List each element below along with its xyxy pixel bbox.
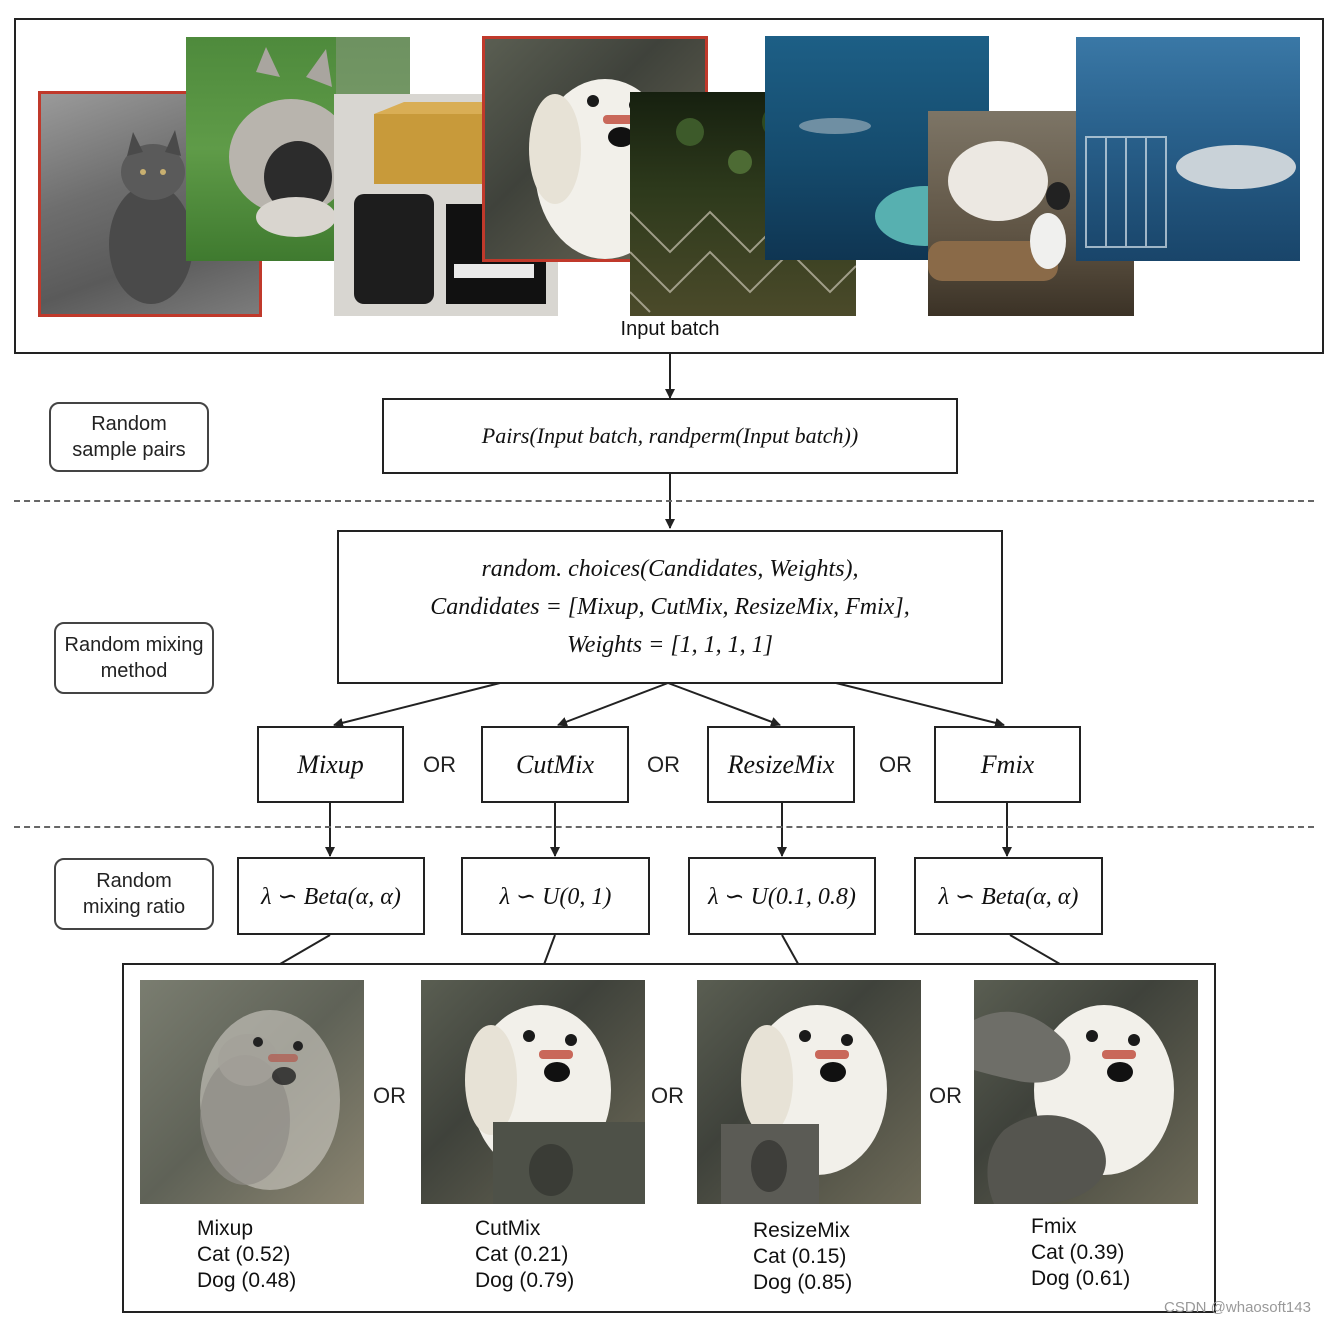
ratio-box-fmix: λ ∽ Beta(α, α) bbox=[914, 857, 1103, 935]
choices-line-3: Weights = [1, 1, 1, 1] bbox=[567, 632, 773, 658]
input-photo-keeshond-dog bbox=[186, 37, 410, 261]
result-caption-cutmix: CutMix Cat (0.21) Dog (0.79) bbox=[475, 1216, 574, 1294]
arrow-choices-to-mixup bbox=[333, 682, 501, 728]
result-dog-mixup: Dog (0.48) bbox=[197, 1269, 297, 1292]
ratio-box-resizemix: λ ∽ U(0.1, 0.8) bbox=[688, 857, 876, 935]
result-dog-fmix: Dog (0.61) bbox=[1031, 1267, 1131, 1290]
separator-2 bbox=[14, 826, 1314, 828]
result-cat-fmix: Cat (0.39) bbox=[1031, 1241, 1125, 1264]
result-cat-resizemix: Cat (0.15) bbox=[753, 1245, 847, 1268]
label-random-mixing-ratio: Random mixing ratio bbox=[54, 858, 214, 930]
result-method-cutmix: CutMix bbox=[475, 1217, 541, 1240]
or-result-1: OR bbox=[373, 1083, 406, 1108]
result-dog-cutmix: Dog (0.79) bbox=[475, 1269, 575, 1292]
result-method-resizemix: ResizeMix bbox=[753, 1219, 850, 1242]
arrow-choices-to-cutmix bbox=[557, 682, 669, 727]
result-cat-cutmix: Cat (0.21) bbox=[475, 1243, 569, 1266]
label-random-mixing-method: Random mixing method bbox=[54, 622, 214, 694]
choices-line-2: Candidates = [Mixup, CutMix, ResizeMix, … bbox=[430, 594, 910, 620]
or-result-3: OR bbox=[929, 1083, 962, 1108]
result-cat-mixup: Cat (0.52) bbox=[197, 1243, 291, 1266]
method-box-mixup: Mixup bbox=[257, 726, 404, 803]
result-image-fmix bbox=[974, 980, 1198, 1204]
input-batch-caption: Input batch bbox=[620, 318, 720, 340]
choices-line-1: random. choices(Candidates, Weights), bbox=[481, 556, 859, 582]
result-image-cutmix bbox=[421, 980, 645, 1204]
result-caption-resizemix: ResizeMix Cat (0.15) Dog (0.85) bbox=[753, 1218, 852, 1296]
result-image-mixup bbox=[140, 980, 364, 1204]
result-image-resizemix bbox=[697, 980, 921, 1204]
result-method-fmix: Fmix bbox=[1031, 1215, 1077, 1238]
result-caption-fmix: Fmix Cat (0.39) Dog (0.61) bbox=[1031, 1214, 1130, 1292]
result-dog-resizemix: Dog (0.85) bbox=[753, 1271, 853, 1294]
pairs-formula-box: Pairs(Input batch, randperm(Input batch)… bbox=[382, 398, 958, 474]
input-photo-shark-cage bbox=[1076, 37, 1300, 261]
pairs-formula: Pairs(Input batch, randperm(Input batch)… bbox=[481, 423, 859, 448]
ratio-box-mixup: λ ∽ Beta(α, α) bbox=[237, 857, 425, 935]
or-result-2: OR bbox=[651, 1083, 684, 1108]
method-box-fmix: Fmix bbox=[934, 726, 1081, 803]
result-method-mixup: Mixup bbox=[197, 1217, 254, 1240]
method-box-cutmix: CutMix bbox=[481, 726, 629, 803]
arrow-choices-to-resizemix bbox=[667, 682, 781, 727]
arrow-choices-to-fmix bbox=[835, 682, 1005, 728]
result-caption-mixup: Mixup Cat (0.52) Dog (0.48) bbox=[197, 1216, 296, 1294]
choices-formula-box: random. choices(Candidates, Weights), Ca… bbox=[337, 530, 1003, 684]
watermark: CSDN @whaosoft143 bbox=[1164, 1299, 1311, 1316]
or-method-2: OR bbox=[647, 752, 680, 777]
ratio-box-cutmix: λ ∽ U(0, 1) bbox=[461, 857, 650, 935]
method-box-resizemix: ResizeMix bbox=[707, 726, 855, 803]
label-random-sample-pairs: Random sample pairs bbox=[49, 402, 209, 472]
separator-1 bbox=[14, 500, 1314, 502]
or-method-1: OR bbox=[423, 752, 456, 777]
or-method-3: OR bbox=[879, 752, 912, 777]
